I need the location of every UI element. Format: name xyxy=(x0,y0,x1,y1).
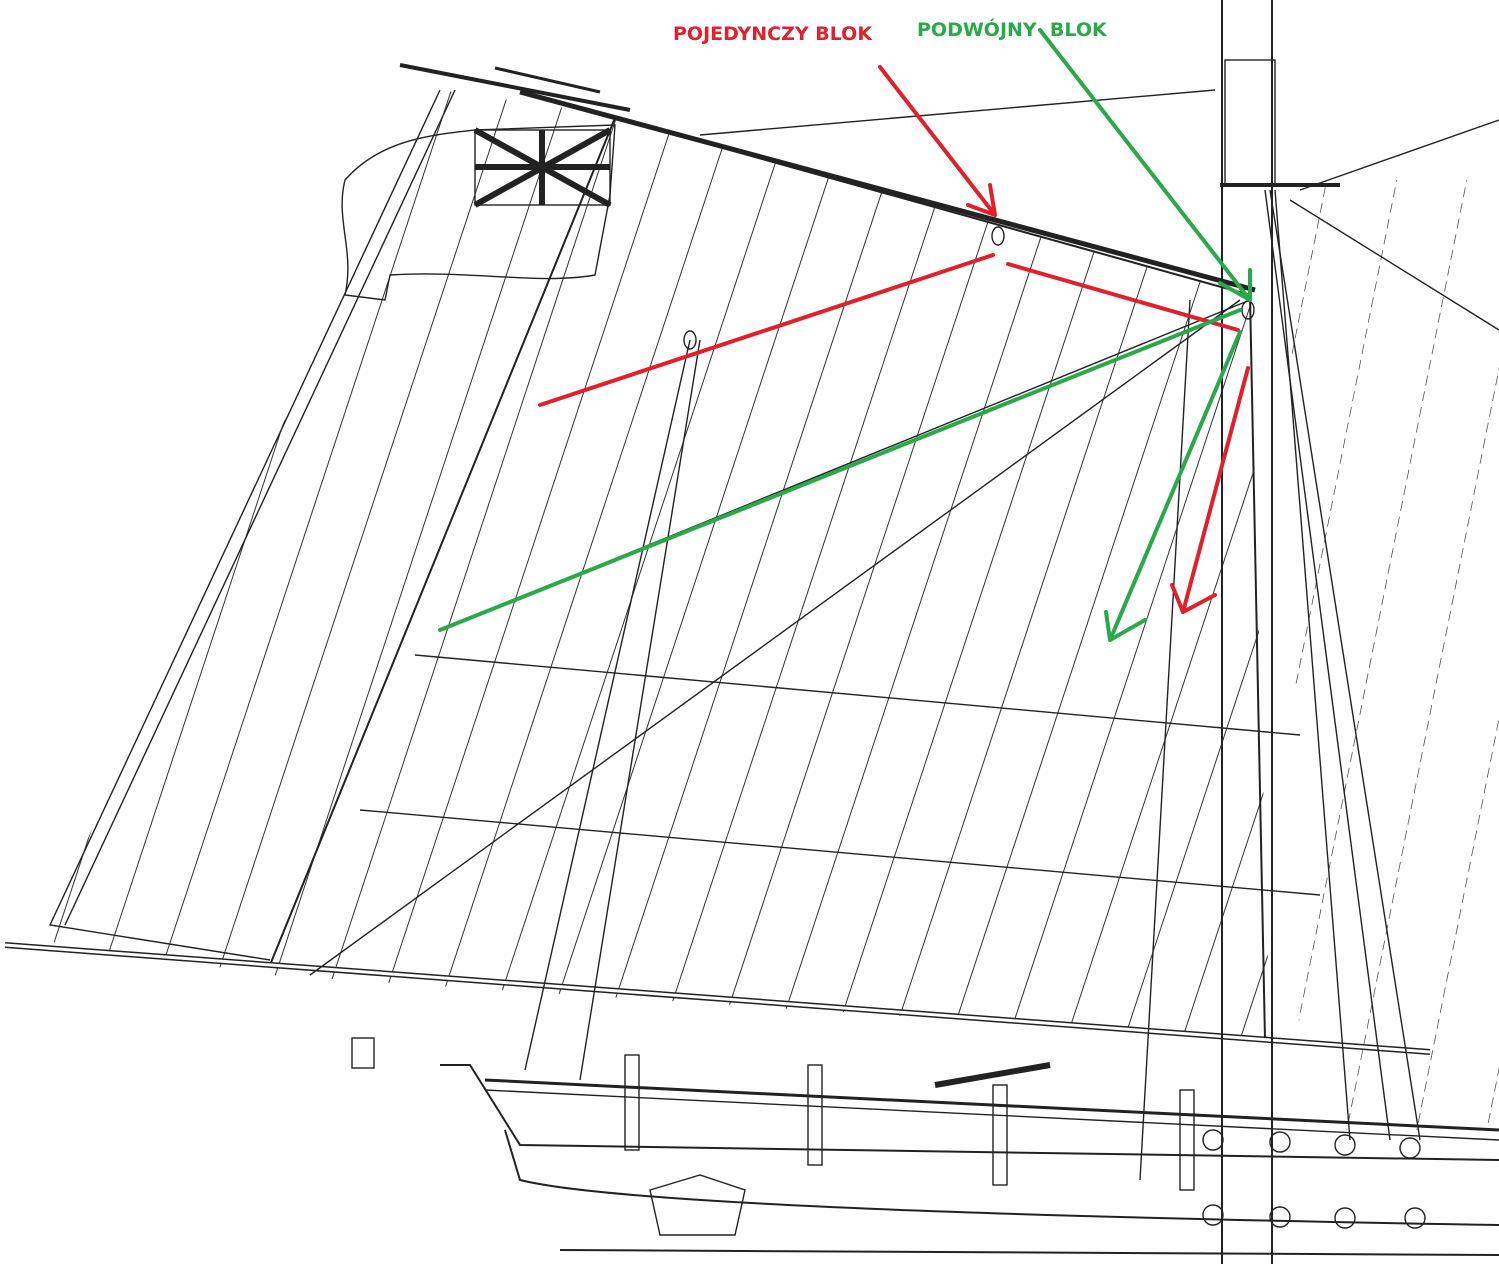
cloth-seam-line xyxy=(991,90,1270,1040)
double-block-down-arrow xyxy=(1104,330,1242,642)
union-jack-cross xyxy=(473,127,612,208)
boom-inner xyxy=(4,943,1431,1054)
swivel-gun xyxy=(934,1062,1051,1088)
cloth-seam-line xyxy=(875,90,1270,1040)
cloth-seam-line xyxy=(63,90,482,1040)
line xyxy=(699,89,1216,136)
cloth-seam-line xyxy=(1398,0,1499,1264)
cloth-seam-line xyxy=(1290,180,1499,1130)
block xyxy=(991,226,1005,246)
masthead xyxy=(1224,59,1276,186)
single-block-down-arrow xyxy=(1170,366,1250,614)
deadeye xyxy=(1399,1137,1421,1159)
double-block-arrow xyxy=(1038,28,1252,302)
deadeye xyxy=(1269,1206,1291,1228)
shroud xyxy=(1269,189,1421,1141)
stanchion xyxy=(807,1064,823,1166)
cloth-seam-line xyxy=(353,90,772,1040)
block xyxy=(683,330,697,350)
cloth-seam-line xyxy=(1223,90,1270,1040)
cloth-seam-line xyxy=(469,90,888,1040)
cloth-seam-line xyxy=(585,90,1004,1040)
rail xyxy=(484,1078,1499,1132)
single-block-arrow xyxy=(878,65,997,217)
cloth-seam-line xyxy=(295,90,714,1040)
rail xyxy=(484,1089,1499,1141)
cloth-seam-line xyxy=(1319,180,1499,1130)
hull xyxy=(440,1064,1499,1256)
halyard xyxy=(579,339,701,1081)
cloth-seam-line xyxy=(40,90,308,1040)
block xyxy=(1241,300,1255,320)
topsail-yard xyxy=(399,63,631,112)
cloth-seam-line xyxy=(40,90,192,1040)
cloth-seam-line xyxy=(527,90,946,1040)
reef-band xyxy=(359,809,1321,896)
deadeye xyxy=(1202,1129,1224,1151)
lantern xyxy=(351,1037,375,1069)
vang xyxy=(309,299,1241,976)
cloth-seam-line xyxy=(40,90,250,1040)
cloth-seam-line xyxy=(1340,0,1499,1264)
cloth-seam-line xyxy=(179,90,598,1040)
stern-ornament xyxy=(649,1174,746,1236)
downhaul xyxy=(1139,299,1191,1181)
stanchion xyxy=(1179,1089,1195,1191)
cloth-seam-line xyxy=(40,90,76,1040)
deadeye xyxy=(1202,1204,1224,1226)
deadeye xyxy=(1334,1134,1356,1156)
shroud xyxy=(1264,189,1391,1141)
cloth-seam-line xyxy=(933,90,1270,1040)
cloth-seam-line xyxy=(1459,180,1499,1130)
deadeye xyxy=(1334,1207,1356,1229)
single-block-line xyxy=(538,253,995,407)
stanchion xyxy=(992,1084,1008,1186)
stanchion xyxy=(624,1054,640,1151)
single-block-label: POJEDYNCZY BLOK xyxy=(673,23,873,45)
stay xyxy=(1299,119,1499,191)
cloth-seam-line xyxy=(1389,180,1499,1130)
cloth-seam-line xyxy=(0,0,17,1264)
ensign-flag xyxy=(341,124,616,301)
double-block-line xyxy=(438,308,1242,632)
gaff xyxy=(519,89,1256,293)
cloth-seam-line xyxy=(40,90,366,1040)
cloth-seam-line xyxy=(40,90,424,1040)
cloth-seam-line xyxy=(40,90,134,1040)
cloth-seam-line xyxy=(1282,0,1499,1264)
deadeye xyxy=(1404,1207,1426,1229)
cloth-seam-line xyxy=(121,90,540,1040)
single-block-line xyxy=(1006,262,1240,332)
cloth-seam-line xyxy=(411,90,830,1040)
cloth-seam-line xyxy=(1290,180,1364,1130)
cloth-seam-line xyxy=(1049,90,1270,1040)
upper-spar xyxy=(494,66,601,94)
halyard xyxy=(524,339,691,1071)
shroud xyxy=(1274,189,1351,1141)
cloth-seam-line xyxy=(1290,180,1434,1130)
cloth-seam-line xyxy=(1165,90,1270,1040)
stay xyxy=(1289,199,1499,331)
fore-sail-edge xyxy=(64,89,456,926)
fore-sail-outline xyxy=(48,89,441,961)
cloth-seam-line xyxy=(237,90,656,1040)
double-block-label: PODWÓJNY BLOK xyxy=(917,19,1107,41)
reef-band xyxy=(414,654,1301,736)
mainsail-outline xyxy=(268,116,1267,1042)
cloth-seam-line xyxy=(701,90,1120,1040)
deadeye xyxy=(1269,1131,1291,1153)
